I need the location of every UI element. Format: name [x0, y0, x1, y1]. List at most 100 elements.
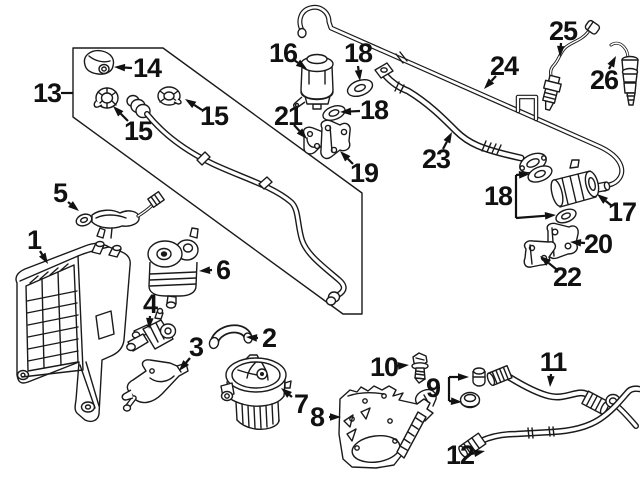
part-18-gasket-b — [322, 105, 346, 121]
part-16-check-valve — [293, 53, 334, 110]
callout-17-arrow-head — [597, 194, 608, 204]
callout-6-label[interactable]: 6 — [216, 255, 232, 285]
callout-21-arrow-head — [296, 128, 307, 139]
callout-10-label[interactable]: 10 — [370, 352, 399, 382]
callout-22-label[interactable]: 22 — [553, 262, 582, 292]
part-18-gasket-a — [346, 78, 374, 98]
part-15-grommet-b — [157, 86, 182, 106]
callout-12-arrow-line — [470, 452, 475, 456]
callout-18-arrow-head — [544, 212, 556, 220]
callout-21-label[interactable]: 21 — [274, 101, 304, 131]
callout-16-arrow-line — [293, 59, 299, 64]
callout-2-arrow-head — [246, 334, 258, 342]
callout-18-arrow-head — [354, 69, 363, 81]
part-12-hose — [458, 385, 640, 458]
part-26-oxygen-sensor — [609, 41, 639, 106]
part-18-gasket-d — [555, 208, 577, 224]
callout-21-arrow-line — [293, 124, 301, 132]
callout-23-label[interactable]: 23 — [422, 144, 452, 174]
callout-1-label[interactable]: 1 — [27, 225, 43, 255]
callout-17-arrow-line — [604, 200, 613, 207]
callout-11-arrow-head — [547, 375, 555, 387]
callout-18-arrow-line — [356, 65, 360, 71]
part-6-leak-detection-pump — [147, 227, 199, 309]
callout-16-arrow-head — [295, 59, 307, 69]
callout-19-label[interactable]: 19 — [350, 158, 380, 188]
callout-6-arrow-head — [199, 266, 211, 274]
callout-11-label[interactable]: 11 — [540, 347, 569, 377]
callout-15-arrow-head — [113, 106, 124, 117]
callout-19-arrow-head — [340, 151, 351, 162]
part-11-hose — [486, 364, 639, 429]
callout-18-arrow-head — [340, 107, 352, 116]
callout-18-arrow-line — [515, 214, 546, 220]
callout-18-arrow-head — [518, 170, 530, 179]
callout-15-label[interactable]: 15 — [200, 101, 230, 131]
part-18-gasket-c — [527, 165, 553, 183]
callout-17-label[interactable]: 17 — [608, 197, 637, 227]
callout-25-arrow-head — [556, 45, 565, 57]
callout-18-label[interactable]: 18 — [344, 38, 374, 68]
callout-7-arrow-head — [281, 388, 292, 398]
callout-7-arrow-line — [288, 394, 293, 398]
callout-15-label[interactable]: 15 — [124, 116, 154, 146]
part-17-egr-valve — [550, 159, 611, 208]
callout-3-label[interactable]: 3 — [189, 332, 205, 362]
callout-1-arrow-line — [39, 250, 44, 256]
callout-5-arrow-line — [67, 201, 72, 205]
callout-26-arrow-head — [607, 56, 616, 68]
callout-12-arrow-head — [473, 449, 485, 458]
callout-3-arrow-line — [185, 357, 191, 364]
part-9-grommets — [459, 367, 486, 409]
callout-8-label[interactable]: 8 — [310, 402, 326, 432]
part-5-harness — [75, 190, 165, 239]
callout-9-arrow-head — [450, 397, 462, 405]
part-14-cap — [83, 49, 115, 75]
callout-5-arrow-head — [68, 201, 79, 211]
callout-24-label[interactable]: 24 — [490, 51, 520, 81]
callout-23-arrow-head — [443, 132, 452, 144]
part-4-valve — [126, 307, 177, 352]
callout-3-arrow-head — [179, 360, 190, 371]
callout-12-label[interactable]: 12 — [446, 440, 475, 470]
callout-26-arrow-line — [608, 65, 612, 70]
callout-5-label[interactable]: 5 — [53, 178, 69, 208]
part-8-mounting-bracket — [338, 385, 437, 469]
callout-18-label[interactable]: 18 — [360, 95, 390, 125]
callout-14-arrow-head — [114, 63, 126, 72]
callout-9-arrow-head — [458, 373, 469, 381]
part-3-bracket — [121, 359, 189, 412]
part-15-grommet-a — [93, 87, 119, 109]
callout-15-arrow-line — [193, 104, 203, 111]
callout-19-arrow-line — [347, 158, 354, 165]
callout-15-arrow-line — [120, 113, 129, 122]
callout-20-label[interactable]: 20 — [584, 229, 613, 259]
part-22-flange — [523, 240, 557, 268]
callout-10-arrow-head — [397, 362, 409, 370]
callout-8-arrow-head — [330, 413, 341, 421]
part-19-bracket — [320, 119, 351, 160]
part-10-bolt — [411, 352, 429, 384]
callout-4-arrow-head — [146, 317, 154, 329]
callout-9-label[interactable]: 9 — [426, 373, 442, 403]
callout-14-label[interactable]: 14 — [133, 53, 163, 83]
callout-22-arrow-line — [547, 262, 557, 270]
callout-24-arrow-line — [490, 75, 497, 82]
callout-18-label[interactable]: 18 — [484, 181, 514, 211]
callout-26-label[interactable]: 26 — [590, 65, 620, 95]
callout-23-arrow-line — [442, 141, 448, 150]
callout-25-label[interactable]: 25 — [549, 16, 579, 46]
callout-4-label[interactable]: 4 — [143, 289, 159, 319]
part-7-air-pump — [220, 354, 292, 430]
callout-24-arrow-head — [484, 78, 495, 89]
callout-13-label[interactable]: 13 — [33, 78, 63, 108]
callout-16-label[interactable]: 16 — [269, 38, 299, 68]
callout-2-label[interactable]: 2 — [262, 323, 277, 353]
part-25-oxygen-sensor — [542, 19, 601, 111]
callout-15-arrow-head — [185, 99, 197, 109]
callout-7-label[interactable]: 7 — [294, 389, 309, 419]
callout-22-arrow-head — [540, 256, 551, 266]
